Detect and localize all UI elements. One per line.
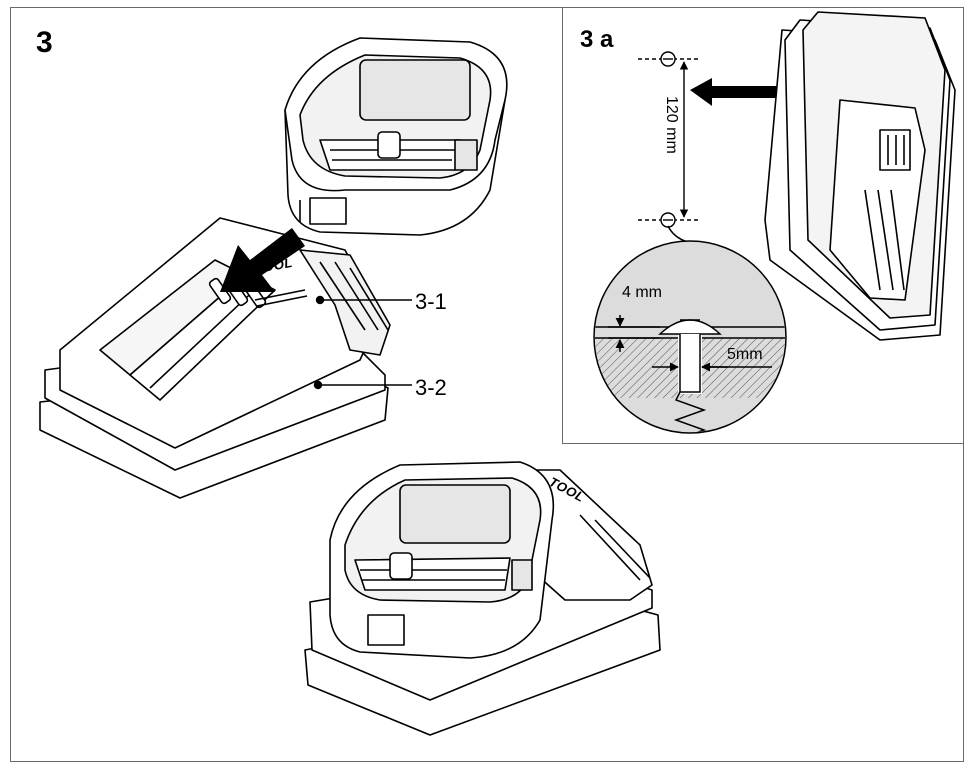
charger-top xyxy=(39,217,391,499)
charger-with-battery xyxy=(304,461,661,736)
callout-3-1: 3-1 xyxy=(415,289,447,314)
spacing-dimension-label: 120 mm xyxy=(663,96,680,154)
figure-number: 3 xyxy=(36,26,53,59)
screw-detail xyxy=(593,225,787,434)
insert-arrow-top xyxy=(220,228,305,292)
callout-leaders xyxy=(313,295,412,390)
mounting-dimension xyxy=(638,51,700,228)
inset-arrow xyxy=(690,78,778,106)
shaft-diameter-label: 5mm xyxy=(727,346,763,363)
head-depth-label: 4 mm xyxy=(622,284,662,301)
charger-back-view xyxy=(764,11,956,341)
inset-figure-number: 3 a xyxy=(580,26,614,53)
callout-3-2: 3-2 xyxy=(415,375,447,400)
battery-pack-top xyxy=(284,37,508,236)
